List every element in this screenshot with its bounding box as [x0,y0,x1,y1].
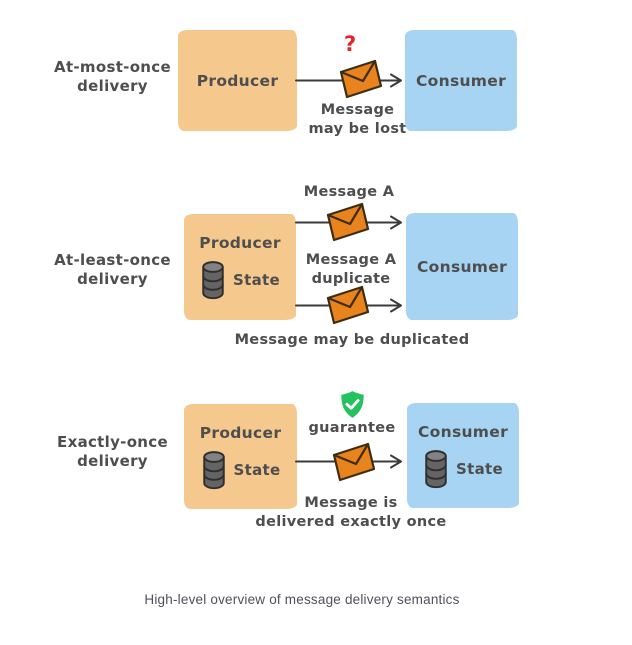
row-label-line1: At-least-once [54,251,171,269]
note-delivered-exactly-once: Message is delivered exactly once [228,494,474,531]
database-icon [425,450,447,489]
question-mark-icon: ? [344,32,357,56]
guarantee-label: guarantee [308,420,396,436]
consumer-title: Consumer [415,71,507,90]
consumer-state: State [423,449,503,489]
message-a-duplicate-label: Message A duplicate [292,251,410,288]
row-label-line2: delivery [77,270,148,288]
row-label-at-most-once: At-most-once delivery [35,58,190,96]
envelope-icon [326,202,370,242]
row-label-line2: delivery [77,452,148,470]
consumer-box: Consumer [405,30,517,131]
shield-check-icon [341,391,364,418]
consumer-title: Consumer [417,423,509,441]
row-label-line1: At-most-once [54,58,171,76]
state-label: State [233,271,280,289]
message-a-label: Message A [303,184,395,200]
duplicate-line1: Message A [305,252,397,268]
producer-box: Producer [178,30,297,131]
state-label: State [456,460,503,478]
consumer-title: Consumer [416,257,508,276]
producer-title: Producer [199,424,282,442]
database-icon [202,261,224,300]
figure-caption: High-level overview of message delivery … [144,592,460,607]
note-line2: delivered exactly once [255,513,447,530]
row-label-line2: delivery [77,77,148,95]
envelope-icon [326,285,370,325]
producer-box: Producer State [184,214,296,320]
arrow-icon [295,73,402,88]
note-message-may-be-lost: Message may be lost [295,101,420,138]
arrow-icon [295,298,402,313]
row-label-at-least-once: At-least-once delivery [35,251,190,289]
producer-title: Producer [196,71,279,90]
consumer-box: Consumer State [407,403,519,508]
state-label: State [233,461,281,479]
producer-box: Producer State [184,404,297,509]
note-line1: Message [320,102,395,118]
producer-state: State [200,260,280,300]
producer-state: State [201,450,281,490]
producer-title: Producer [199,234,281,252]
note-line2: may be lost [308,120,407,137]
envelope-icon [332,442,376,482]
note-message-may-be-duplicated: Message may be duplicated [234,332,470,348]
database-icon [202,451,225,490]
note-line1: Message is [304,495,398,511]
duplicate-line2: duplicate [311,270,391,287]
arrow-icon [295,215,402,230]
row-label-exactly-once: Exactly-once delivery [35,433,190,471]
row-label-line1: Exactly-once [57,433,168,451]
envelope-icon [339,59,383,99]
consumer-box: Consumer [406,213,518,320]
arrow-icon [295,454,402,469]
